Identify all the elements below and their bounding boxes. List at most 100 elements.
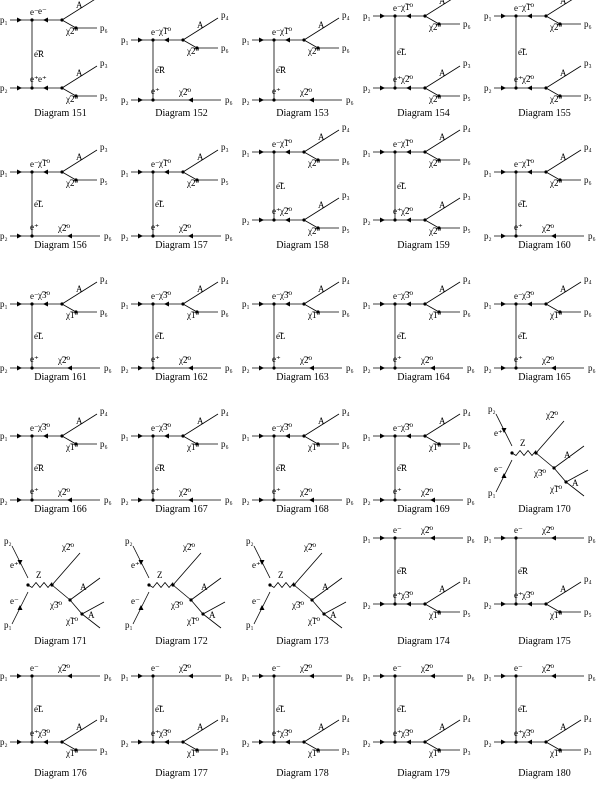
propagator-line xyxy=(61,19,77,29)
arrow-head xyxy=(43,739,48,745)
outgoing-label: p₅ xyxy=(584,607,592,617)
outgoing-label: p₅ xyxy=(342,223,350,233)
propagator-line xyxy=(303,39,319,49)
neutralino-label: χ͠2⁰ xyxy=(186,178,199,188)
electron-label: e⁻ xyxy=(151,159,160,169)
arrow-head xyxy=(501,169,506,175)
neutralino-label: χ͠2⁰ xyxy=(428,226,441,236)
propagator-line xyxy=(545,15,561,25)
electron-label: e⁻ xyxy=(131,596,140,606)
outgoing-label: p₅ xyxy=(100,175,108,185)
arrow-head xyxy=(188,497,193,503)
arrow-head xyxy=(17,17,22,23)
electron-label: e⁻ xyxy=(151,291,160,301)
diagram-caption: Diagram 166 xyxy=(34,504,87,515)
photon-line xyxy=(148,581,174,589)
arrow-head xyxy=(501,428,507,433)
propagator-line xyxy=(303,719,340,743)
neutralino-label: χ͠1⁰ xyxy=(521,2,534,12)
propagator-line xyxy=(61,435,77,445)
arrow-head xyxy=(67,365,72,371)
neutralino-label: χ͠1⁰ xyxy=(279,138,292,148)
arrow-head xyxy=(259,560,265,565)
positron-label: e⁺ xyxy=(514,590,523,600)
propagator-line xyxy=(51,584,71,601)
arrow-head xyxy=(380,149,385,155)
incoming-p1-label: p₁ xyxy=(363,671,371,681)
arrow-head xyxy=(527,169,532,175)
arrow-head xyxy=(551,673,556,679)
diagram-caption: Diagram 180 xyxy=(518,768,571,779)
incoming-p1-label: p₁ xyxy=(0,167,8,177)
neutralino-label: χ͠1⁰ xyxy=(428,610,441,620)
incoming-p1-label: p₁ xyxy=(0,671,8,681)
neutralino-label: χ͠2⁰ xyxy=(549,94,562,104)
outgoing-label: p₆ xyxy=(467,363,475,373)
neutralino-label: χ͠2⁰ xyxy=(541,525,554,535)
feynman-diagram: p₁p₂e⁻e⁺e͠Lχ͠1⁰Ap₅χ͠2⁰p₆χ͠2⁰Ap₃χ͠2⁰p₅Dia… xyxy=(484,0,605,132)
neutralino-label: χ͠3⁰ xyxy=(279,422,292,432)
arrow-head xyxy=(430,535,435,541)
positron-label: e⁺ xyxy=(272,354,281,364)
arrow-head xyxy=(406,217,411,223)
neutralino-label: χ͠3⁰ xyxy=(400,590,413,600)
photon-label: A xyxy=(318,132,325,142)
propagator-line xyxy=(303,303,319,313)
arrow-head xyxy=(259,37,264,43)
outgoing-label: p₆ xyxy=(467,671,475,681)
propagator-line xyxy=(323,601,347,615)
outgoing-label: p₃ xyxy=(221,142,229,152)
outgoing-label: p₆ xyxy=(584,307,592,317)
arrow-head xyxy=(17,605,23,610)
neutralino-label: χ͠2⁰ xyxy=(178,223,191,233)
outgoing-label: p₆ xyxy=(225,95,233,105)
incoming-p1-label: p₁ xyxy=(121,167,129,177)
arrow-head xyxy=(259,605,265,610)
neutralino-label: χ͠1⁰ xyxy=(549,748,562,758)
neutralino-label: χ͠2⁰ xyxy=(420,525,433,535)
diagram-caption: Diagram 160 xyxy=(518,240,571,251)
incoming-p1-label: p₁ xyxy=(121,299,129,309)
diagram-caption: Diagram 162 xyxy=(155,372,208,383)
propagator-line xyxy=(69,577,101,601)
arrow-head xyxy=(67,673,72,679)
arrow-head xyxy=(380,673,385,679)
electron-label: e⁻ xyxy=(272,291,281,301)
neutralino-label: χ͠3⁰ xyxy=(49,600,62,610)
selectron-label: e͠L xyxy=(518,47,528,57)
incoming-p2-label: p₂ xyxy=(0,495,8,505)
arrow-head xyxy=(285,301,290,307)
arrow-head xyxy=(17,85,22,91)
outgoing-label: p₆ xyxy=(100,439,108,449)
neutralino-label: χ͠1⁰ xyxy=(307,442,320,452)
propagator-line xyxy=(424,129,461,153)
arrow-head xyxy=(259,739,264,745)
outgoing-label: p₃ xyxy=(584,745,592,755)
neutralino-label: χ͠2⁰ xyxy=(178,87,191,97)
arrow-head xyxy=(406,739,411,745)
outgoing-label: p₄ xyxy=(221,712,229,722)
outgoing-label: p₆ xyxy=(588,363,596,373)
positron-label: e⁺ xyxy=(393,354,402,364)
incoming-p2-label: p₂ xyxy=(242,495,250,505)
incoming-p2-label: p₂ xyxy=(0,363,8,373)
photon-label: A xyxy=(560,0,567,6)
arrow-head xyxy=(430,497,435,503)
neutralino-label: χ͠2⁰ xyxy=(541,223,554,233)
arrow-head xyxy=(138,301,143,307)
photon-label: A xyxy=(439,200,446,210)
neutralino-label: χ͠2⁰ xyxy=(186,46,199,56)
electron-label: e⁻ xyxy=(393,663,402,673)
propagator-line xyxy=(424,87,440,97)
outgoing-label: p₆ xyxy=(346,495,354,505)
arrow-head xyxy=(406,601,411,607)
arrow-head xyxy=(188,673,193,679)
neutralino-label: χ͠2⁰ xyxy=(428,22,441,32)
